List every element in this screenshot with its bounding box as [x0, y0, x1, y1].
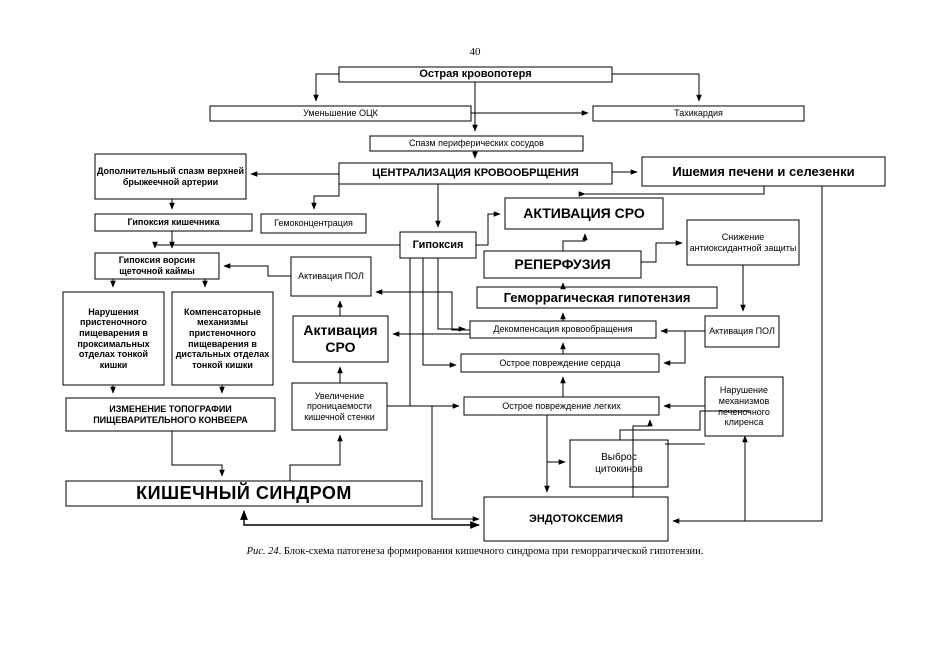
node-acute-blood-loss: Острая кровопотеря	[419, 68, 532, 81]
node-pol-activation-left: Активация ПОЛ	[298, 271, 364, 282]
node-endotoxemia: ЭНДОТОКСЕМИЯ	[529, 512, 623, 525]
arrow-perm-to-endotoxemia	[431, 406, 480, 522]
arrow-reperfusion-to-antioxidant	[641, 240, 683, 263]
arrow-endotoxemia-to-lung	[632, 419, 653, 497]
node-sro-activation-mid: Активация СРО	[303, 322, 378, 355]
node-cytokine-release: Выброс цитокинов	[595, 451, 643, 475]
arrow-hypoxia-to-villi	[152, 241, 400, 249]
arrow-hypoxia-to-sro	[476, 211, 501, 246]
arrow-topography-to-syndrome	[171, 431, 225, 477]
arrow-pol-to-heart	[663, 330, 705, 366]
page-number: 40	[469, 46, 481, 58]
arrow-hypoxia-to-decomp	[437, 258, 466, 332]
node-intestinal-syndrome: КИШЕЧНЫЙ СИНДРОМ	[136, 482, 352, 503]
node-centralization: ЦЕНТРАЛИЗАЦИЯ КРОВООБРЩЕНИЯ	[372, 167, 579, 180]
node-mesenteric-spasm: Дополнительный спазм верхней брыжеечной …	[97, 165, 244, 187]
arrow-acute-to-tachycardia	[612, 73, 702, 102]
arrow-lung-to-cytokines	[546, 415, 566, 465]
node-heart-injury: Острое повреждение сердца	[499, 357, 621, 368]
caption-text: . Блок-схема патогенеза формирования киш…	[278, 546, 704, 557]
arrow-ischemia-to-sro	[584, 186, 765, 197]
arrow-pol-to-villi	[223, 263, 291, 277]
node-lung-injury: Острое повреждение легких	[502, 400, 621, 411]
arrow-hypoxia-to-lung	[409, 258, 460, 409]
arrow-syndrome-to-perm	[289, 434, 343, 481]
node-tachycardia: Тахикардия	[674, 108, 723, 119]
node-villi-hypoxia: Гипоксия ворсин щеточной каймы	[118, 255, 196, 276]
node-hemoconcentration: Гемоконцентрация	[274, 218, 353, 229]
node-parietal-digestion-disorder: Нарушения пристеночного пищеварения в пр…	[77, 306, 150, 370]
arrow-cytokines-to-hepatic	[619, 410, 750, 440]
arrow-acute-to-bcv	[313, 73, 339, 102]
arrow-reperfusion-to-sro	[562, 233, 588, 251]
node-hepatic-clearance-disorder: Нарушение механизмов печеночного клиренс…	[718, 385, 770, 428]
arrow-decomp-to-pol	[375, 289, 470, 331]
node-pol-activation-right: Активация ПОЛ	[709, 326, 775, 337]
arrow-centralization-to-hemoconc	[311, 184, 340, 210]
node-decompensation: Декомпенсация кровообращения	[493, 324, 633, 335]
node-topography-change: ИЗМЕНЕНИЕ ТОПОГРАФИИ ПИЩЕВАРИТЕЛЬНОГО КО…	[93, 403, 248, 425]
node-intestinal-hypoxia: Гипоксия кишечника	[127, 217, 220, 228]
node-antioxidant-decrease: Снижение антиоксидантной защиты	[689, 231, 797, 253]
node-hypoxia: Гипоксия	[412, 238, 464, 251]
node-frames	[62, 66, 886, 542]
arrow-syndrome-endotoxemia	[240, 510, 480, 529]
node-liver-spleen-ischemia: Ишемия печени и селезенки	[672, 163, 855, 179]
arrow-hypoxia-to-heart	[422, 258, 457, 368]
node-peripheral-spasm: Спазм периферических сосудов	[409, 138, 544, 149]
node-reperfusion: РЕПЕРФУЗИЯ	[514, 256, 611, 273]
figure-caption: Рис. 24. Блок-схема патогенеза формирова…	[0, 546, 950, 557]
node-bcv-decrease: Уменьшение ОЦК	[303, 108, 378, 119]
node-compensatory-mechanisms: Компенсаторные механизмы пристеночного п…	[175, 306, 270, 370]
node-hemorrhagic-hypotension: Геморрагическая гипотензия	[503, 289, 691, 305]
node-permeability-increase: Увеличение проницаемости кишечной стенки	[304, 390, 375, 422]
node-sro-activation-top: АКТИВАЦИЯ СРО	[523, 205, 645, 222]
caption-prefix: Рис. 24	[246, 546, 279, 557]
arrow-ischemia-to-endotoxemia	[672, 186, 823, 524]
